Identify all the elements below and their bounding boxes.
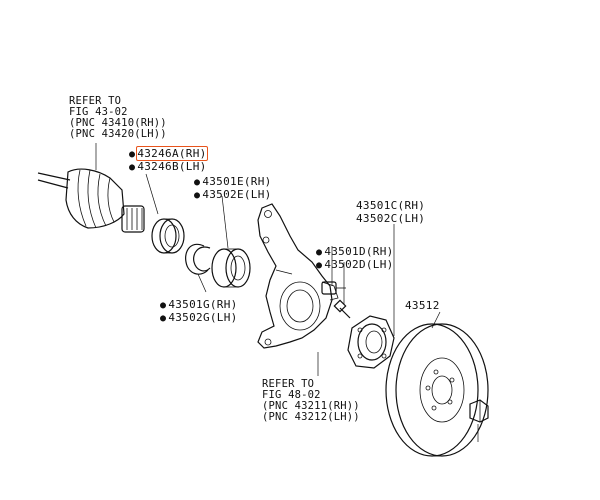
abs-sensor-rotor[interactable] — [151, 218, 185, 254]
leader-lines — [95, 143, 479, 442]
part-number: 43501G(RH) — [168, 298, 238, 311]
bullet-icon: ● — [316, 247, 323, 258]
part-number: 43502G(LH) — [168, 311, 238, 324]
part-number: 43246B(LH) — [137, 160, 207, 173]
bullet-icon: ● — [129, 149, 136, 160]
reference-line: FIG 48-02 — [262, 389, 321, 401]
knuckle-bolt[interactable] — [321, 281, 346, 295]
part-label-43512[interactable]: 43512 — [405, 300, 440, 312]
bullet-icon: ● — [129, 162, 136, 173]
reference-line: (PNC 43211(RH)) — [262, 400, 360, 412]
wheel-bearing[interactable] — [211, 248, 251, 288]
part-label-43246a[interactable]: ●43246A(RH) — [129, 146, 208, 161]
part-number: 43502D(LH) — [324, 258, 394, 271]
snap-ring[interactable] — [185, 243, 211, 275]
axle-hub[interactable] — [347, 315, 395, 369]
drive-shaft-cv-joint[interactable] — [37, 168, 145, 233]
part-label-43246b[interactable]: ●43246B(LH) — [129, 161, 207, 174]
part-label-43501g[interactable]: ●43501G(RH) — [160, 299, 238, 312]
reference-line: REFER TO — [69, 95, 122, 107]
hub-bolt[interactable] — [333, 299, 351, 319]
part-number-highlighted: 43246A(RH) — [136, 146, 208, 161]
part-number: 43501D(RH) — [324, 245, 394, 258]
bullet-icon: ● — [160, 300, 167, 311]
part-label-43501e[interactable]: ●43501E(RH) — [194, 176, 272, 189]
part-number: 43502E(LH) — [202, 188, 272, 201]
hub-nut[interactable] — [469, 399, 489, 423]
bullet-icon: ● — [194, 177, 201, 188]
bullet-icon: ● — [160, 313, 167, 324]
part-number: 43501E(RH) — [202, 175, 272, 188]
part-label-43502c[interactable]: 43502C(LH) — [356, 213, 425, 225]
part-number: 43501C(RH) — [356, 199, 426, 212]
part-label-43502g[interactable]: ●43502G(LH) — [160, 312, 238, 325]
reference-line: (PNC 43212(LH)) — [262, 411, 360, 423]
reference-note-top[interactable]: REFER TO FIG 43-02 (PNC 43410(RH)) (PNC … — [69, 96, 167, 140]
reference-note-bottom[interactable]: REFER TO FIG 48-02 (PNC 43211(RH)) (PNC … — [262, 379, 360, 423]
part-number: 43512 — [405, 299, 440, 312]
part-label-43501c[interactable]: 43501C(RH) — [356, 200, 425, 212]
bullet-icon: ● — [194, 190, 201, 201]
part-label-43502d[interactable]: ●43502D(LH) — [316, 259, 394, 272]
disc-brake-rotor[interactable] — [385, 323, 489, 457]
part-number: 43502C(LH) — [356, 212, 426, 225]
reference-line: FIG 43-02 — [69, 106, 128, 118]
reference-line: REFER TO — [262, 378, 315, 390]
reference-line: (PNC 43420(LH)) — [69, 128, 167, 140]
reference-line: (PNC 43410(RH)) — [69, 117, 167, 129]
part-label-43502e[interactable]: ●43502E(LH) — [194, 189, 272, 202]
part-label-43501d[interactable]: ●43501D(RH) — [316, 246, 394, 259]
steering-knuckle[interactable] — [257, 203, 339, 349]
bullet-icon: ● — [316, 260, 323, 271]
